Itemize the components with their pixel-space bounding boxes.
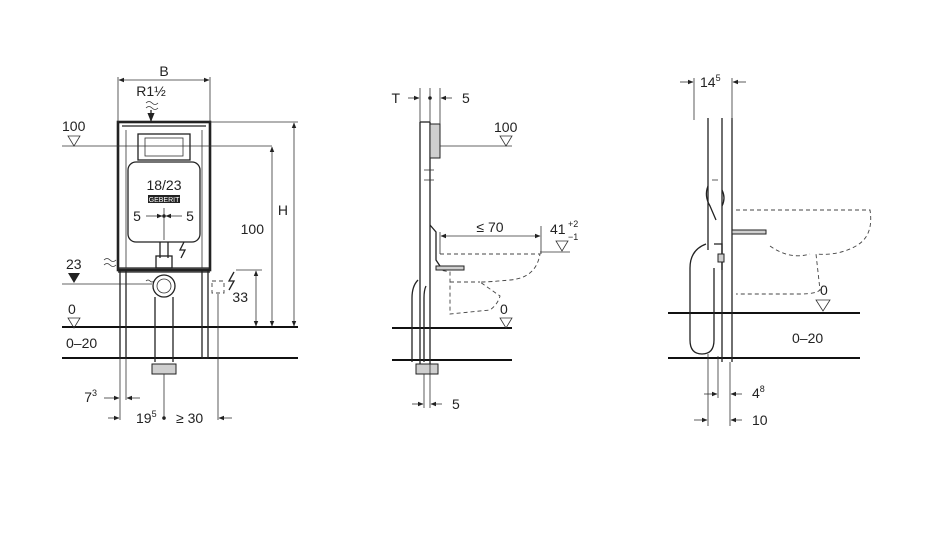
frame-outline	[116, 120, 212, 272]
cistern-volume-label: 18/23	[146, 177, 181, 193]
dim-19-label: 195	[136, 409, 157, 426]
dim-5-right-label: 5	[186, 208, 194, 224]
dim-ge30-label: ≥ 30	[176, 410, 203, 426]
dim-7-label: 73	[84, 388, 97, 405]
brand-plate	[148, 195, 180, 203]
level-23-label: 23	[66, 256, 82, 272]
side-dim-41-label: 41	[550, 221, 566, 237]
water-connection-icon	[103, 258, 117, 267]
floor-range-label: 0–20	[66, 335, 97, 351]
frame-leg-left	[119, 269, 127, 359]
cistern	[127, 161, 201, 243]
right-level-0-label: 0	[820, 282, 828, 298]
side-view-detail: 145 0 0–20 48 10	[668, 73, 872, 428]
flush-pipe-connection	[152, 274, 176, 298]
side-dim-5-top-label: 5	[462, 90, 470, 106]
right-dim-14-label: 145	[700, 73, 721, 90]
level-0-label: 0	[68, 301, 76, 317]
water-supply-icon	[145, 101, 159, 110]
right-floor-range-label: 0–20	[792, 330, 823, 346]
dim-33-label: 33	[232, 289, 248, 305]
waste-pipe-end	[151, 363, 177, 375]
electrical-box	[211, 280, 225, 294]
level-100-label: 100	[62, 118, 86, 134]
dim-H-label: H	[278, 202, 288, 218]
side-view: T 5 100 ≤ 70 41 +2 −1 0 5	[391, 88, 578, 412]
flush-plate-opening	[137, 133, 191, 161]
electrical-symbol-small-icon	[178, 241, 187, 259]
right-waste-pipe	[689, 243, 715, 355]
electrical-symbol-icon	[227, 271, 236, 291]
right-dim-10-label: 10	[752, 412, 768, 428]
side-dim-le70-label: ≤ 70	[476, 219, 503, 235]
side-tol-plus: +2	[568, 219, 578, 229]
side-waste-pipe-end	[415, 363, 439, 375]
right-bowl-outline	[736, 209, 872, 295]
dim-5-left-label: 5	[133, 208, 141, 224]
side-T-label: T	[391, 90, 400, 106]
side-level-100-label: 100	[494, 119, 518, 135]
side-tol-minus: −1	[568, 232, 578, 242]
front-view: GEBERIT R1½ B 100 23	[62, 63, 298, 426]
frame-leg-right	[201, 269, 209, 359]
water-connection-small-icon	[145, 279, 155, 283]
dim-100-label: 100	[241, 221, 265, 237]
bowl-outline	[439, 253, 541, 315]
flush-plate-profile	[429, 123, 441, 159]
right-dim-4-label: 48	[752, 384, 765, 401]
side-dim-5-bottom-label: 5	[452, 396, 460, 412]
thread-label: R1½	[136, 83, 166, 99]
side-level-0-label: 0	[500, 301, 508, 317]
brand-text: GEBERIT	[149, 197, 180, 204]
width-label: B	[159, 63, 168, 79]
